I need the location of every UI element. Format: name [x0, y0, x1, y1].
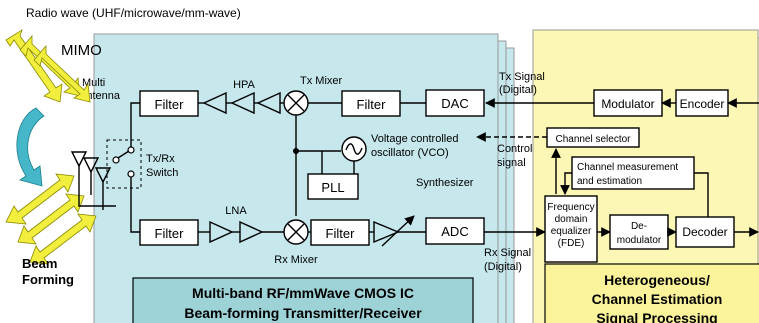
channel-measurement-line2: and estimation: [577, 176, 642, 187]
mimo-label: MIMO: [61, 42, 102, 59]
beam-label-line2: Forming: [22, 272, 74, 287]
channel-selector-block: [546, 127, 640, 148]
beam-steer-curve-icon: [16, 107, 45, 187]
synthesizer-label: Synthesizer: [416, 177, 474, 189]
demod-line2: modulator: [617, 235, 662, 246]
tx-signal-line2: (Digital): [499, 84, 537, 96]
pll-label: PLL: [321, 180, 344, 195]
rx-filter-label: Filter: [155, 226, 185, 241]
radio-wave-arrows: [5, 29, 91, 103]
hpa-amplifier-icon: [202, 91, 284, 115]
encoder-label: Encoder: [680, 97, 725, 111]
beam-label-line1: Beam: [22, 256, 57, 271]
modulator-block: [593, 89, 663, 117]
rx-signal-line2: (Digital): [484, 261, 522, 273]
dsp-title-line1: Heterogeneous/: [604, 272, 710, 288]
modulator-label: Modulator: [601, 97, 654, 111]
rx-filter-block: [139, 219, 199, 246]
vga-amplifier-icon: [373, 215, 426, 247]
dsp-title-line3: Signal Processing: [596, 310, 717, 323]
vco-label-line2: oscillator (VCO): [371, 147, 449, 159]
beam-forming-arrows: [5, 173, 97, 265]
fde-line3: equalizer: [551, 226, 592, 237]
rx-filter2-label: Filter: [326, 226, 356, 241]
tx-filter-label: Filter: [155, 97, 185, 112]
switch-label-line2: Switch: [146, 167, 178, 179]
tx-signal-line1: Tx Signal: [499, 71, 545, 83]
tx-filter2-block: [341, 90, 401, 117]
rx-mixer-icon: [283, 219, 309, 245]
decoder-label: Decoder: [682, 225, 727, 239]
fde-line2: domain: [555, 214, 588, 225]
dsp-title-line2: Channel Estimation: [592, 291, 723, 307]
dac-block: [425, 89, 485, 117]
dac-label: DAC: [441, 96, 468, 111]
fde-block: [544, 195, 598, 263]
rx-signal-line1: Rx Signal: [484, 247, 531, 259]
fde-line1: Frequency: [547, 202, 594, 213]
decoder-block: [675, 216, 735, 248]
channel-selector-label: Channel selector: [555, 134, 631, 145]
lna-label: LNA: [225, 205, 247, 217]
rx-mixer-label: Rx Mixer: [274, 254, 318, 266]
radio-wave-label: Radio wave (UHF/microwave/mm-wave): [26, 6, 241, 20]
switch-label-line1: Tx/Rx: [146, 153, 175, 165]
channel-measurement-line1: Channel measurement: [577, 162, 678, 173]
rf-title-line1: Multi-band RF/mmWave CMOS IC: [192, 285, 414, 301]
adc-block: [425, 217, 485, 245]
vco-label-line1: Voltage controlled: [371, 133, 458, 145]
tx-filter2-label: Filter: [357, 97, 387, 112]
control-signal-line1: Control: [497, 143, 532, 155]
rf-title-line2: Beam-forming Transmitter/Receiver: [184, 305, 422, 321]
pll-block: [307, 173, 359, 200]
vco-icon: [341, 136, 367, 162]
control-signal-line2: signal: [497, 157, 526, 169]
tx-mixer-label: Tx Mixer: [300, 75, 343, 87]
tx-mixer-icon: [283, 90, 309, 116]
adc-label: ADC: [441, 224, 468, 239]
hpa-label: HPA: [233, 79, 255, 91]
fde-line4: (FDE): [558, 238, 585, 249]
lna-amplifier-icon: [209, 220, 284, 244]
demod-line1: De-: [631, 221, 647, 232]
